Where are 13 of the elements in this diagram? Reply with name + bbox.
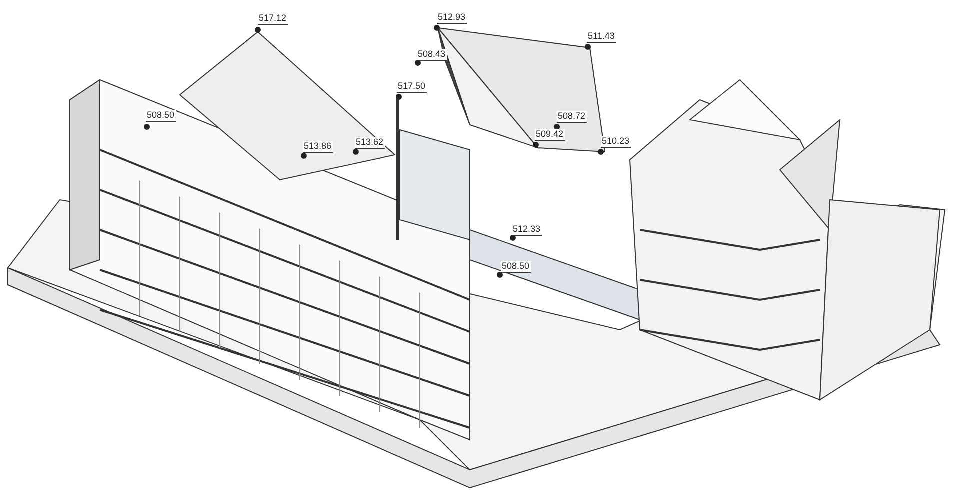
elevation-label: 510.23	[601, 136, 631, 148]
elevation-label: 508.50	[501, 261, 531, 273]
elevation-label: 508.72	[557, 111, 587, 123]
elevation-label: 508.50	[146, 110, 176, 122]
elevation-label: 508.43	[417, 49, 447, 61]
elevation-label: 517.12	[258, 13, 288, 25]
elevation-label: 513.86	[303, 141, 333, 153]
elevation-label: 513.62	[355, 137, 385, 149]
elevation-label: 512.93	[437, 12, 467, 24]
elevation-label: 517.50	[397, 81, 427, 93]
elevation-label: 511.43	[587, 31, 616, 43]
elevation-label: 509.42	[535, 129, 565, 141]
elevation-label: 512.33	[512, 224, 542, 236]
